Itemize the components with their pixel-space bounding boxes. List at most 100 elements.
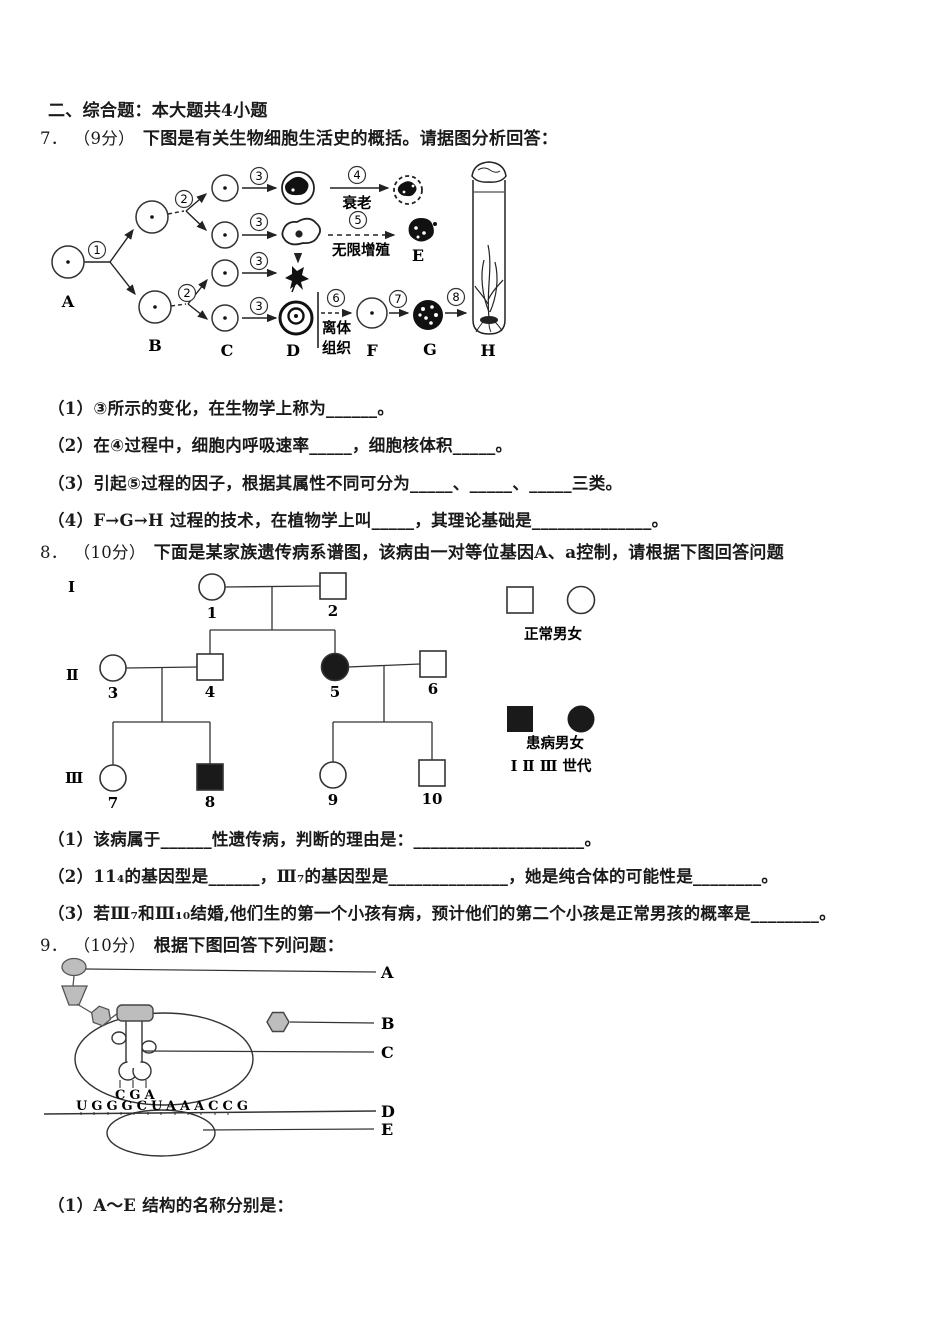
translation-part-labels: A B C D E bbox=[380, 963, 395, 1139]
part-label-b: B bbox=[381, 1014, 395, 1033]
test-tube-plantlet bbox=[471, 161, 507, 335]
q8-number: 8． bbox=[40, 543, 68, 562]
amino-acid-trapezoid bbox=[61, 985, 88, 1006]
q8-stem: 下面是某家族遗传病系谱图，该病由一对等位基因A、a控制，请根据下图回答问题 bbox=[153, 543, 785, 563]
diagram1-letter-labels: A B C D E F G H bbox=[61, 246, 496, 360]
cell-c1 bbox=[211, 174, 239, 202]
differentiated-cell-nerve bbox=[285, 266, 309, 293]
cell-c3 bbox=[211, 259, 239, 287]
q7-sub-4: （4）F→G→H 过程的技术，在植物学上叫_____，其理论基础是_______… bbox=[48, 511, 669, 530]
q9-points: （10分） bbox=[73, 936, 146, 955]
step-2-badge: 2 bbox=[183, 286, 190, 300]
pedigree-iii7-normal-female bbox=[99, 764, 127, 792]
label-f: F bbox=[366, 341, 378, 360]
generation-label-2: Ⅱ bbox=[66, 666, 79, 684]
pedigree-iii9-normal-female bbox=[319, 761, 347, 789]
member-number-5: 5 bbox=[330, 683, 340, 701]
pointer-lines bbox=[43, 968, 377, 1131]
legend-generations-label: Ⅰ Ⅱ Ⅲ 世代 bbox=[511, 757, 592, 775]
pedigree-i1-normal-female bbox=[198, 573, 226, 601]
label-e: E bbox=[412, 246, 424, 265]
label-c: C bbox=[221, 341, 234, 360]
step-6-badge: 6 bbox=[332, 291, 339, 305]
question-9-head: 9． （10分） 根据下图回答下列问题： bbox=[40, 931, 344, 956]
pedigree-connectors bbox=[112, 585, 433, 765]
q8-points: （10分） bbox=[73, 543, 146, 562]
q9-number: 9． bbox=[40, 936, 68, 955]
pedigree-ii4-normal-male bbox=[196, 653, 224, 681]
step-5-badge: 5 bbox=[354, 213, 361, 227]
member-number-9: 9 bbox=[328, 791, 338, 809]
differentiated-cell-amoeba bbox=[281, 217, 321, 246]
unlimited-proliferation-label: 无限增殖 bbox=[332, 241, 390, 259]
q8-sub-2: （2）11₄的基因型是______，Ⅲ₇的基因型是______________，… bbox=[48, 867, 779, 886]
anticodon-bases: CGA bbox=[115, 1088, 159, 1103]
q7-number: 7． bbox=[40, 129, 68, 148]
part-label-a: A bbox=[380, 963, 394, 982]
pedigree-iii10-normal-male bbox=[418, 759, 446, 787]
legend-normal-male-symbol bbox=[506, 586, 534, 614]
legend-affected-female-symbol bbox=[567, 705, 595, 733]
pedigree-generation-labels: Ⅰ Ⅱ Ⅲ bbox=[65, 578, 83, 787]
question-8-head: 8． （10分） 下面是某家族遗传病系谱图，该病由一对等位基因A、a控制，请根据… bbox=[40, 538, 784, 563]
ribosome-small-subunit bbox=[106, 1109, 216, 1157]
member-number-2: 2 bbox=[328, 602, 338, 620]
member-number-7: 7 bbox=[108, 794, 118, 812]
pedigree-ii6-normal-male bbox=[419, 650, 447, 678]
undifferentiated-cells bbox=[51, 174, 388, 332]
part-label-d: D bbox=[381, 1102, 395, 1121]
step-3-badge: 3 bbox=[255, 254, 262, 268]
translation-diagram: CGA UGGGCUAAACCG A B C D E bbox=[43, 957, 395, 1157]
member-number-10: 10 bbox=[422, 790, 443, 808]
polypeptide-chain bbox=[61, 957, 119, 1027]
member-number-3: 3 bbox=[108, 684, 118, 702]
step-3-badge: 3 bbox=[255, 169, 262, 183]
question-7-head: 7． （9分） 下图是有关生物细胞生活史的概括。请据图分析回答： bbox=[40, 124, 558, 149]
q8-sub-1: （1）该病属于______性遗传病，判断的理由是：_______________… bbox=[48, 830, 602, 849]
step-1-badge: 1 bbox=[93, 243, 100, 257]
senescent-cell bbox=[393, 175, 423, 205]
free-amino-acid-hexagon bbox=[266, 1011, 290, 1033]
pedigree-iii8-affected-male bbox=[196, 763, 224, 791]
q7-sub-2: （2）在④过程中，细胞内呼吸速率_____，细胞核体积_____。 bbox=[48, 436, 513, 455]
member-number-4: 4 bbox=[205, 683, 215, 701]
amino-acid-hexagon bbox=[90, 1005, 112, 1027]
generation-label-3: Ⅲ bbox=[65, 769, 83, 787]
label-a: A bbox=[61, 292, 75, 311]
part-label-c: C bbox=[381, 1043, 394, 1062]
step-2-badge: 2 bbox=[180, 192, 187, 206]
q9-sub-1: （1）A～E 结构的名称分别是： bbox=[48, 1196, 294, 1215]
diagram1-connectors bbox=[84, 183, 468, 348]
label-h: H bbox=[480, 341, 495, 360]
legend-affected-label: 患病男女 bbox=[526, 734, 584, 752]
generation-label-1: Ⅰ bbox=[68, 578, 75, 596]
section-header: 二、综合题：本大题共4小题 bbox=[48, 101, 268, 121]
q7-sub-3: （3）引起⑤过程的因子，根据其属性不同可分为_____、_____、_____三… bbox=[48, 474, 623, 493]
differentiated-cell-round bbox=[278, 300, 314, 336]
cell-life-history-diagram: 1 2 2 3 3 3 3 4 5 6 7 8 衰老 无限增殖 离体 组织 A … bbox=[51, 161, 507, 360]
q7-stem: 下图是有关生物细胞生活史的概括。请据图分析回答： bbox=[142, 129, 559, 149]
step-8-badge: 8 bbox=[452, 290, 459, 304]
q7-sub-1: （1）③所示的变化，在生物学上称为______。 bbox=[48, 399, 395, 418]
step-3-badge: 3 bbox=[255, 299, 262, 313]
pedigree-ii3-normal-female bbox=[99, 654, 127, 682]
invitro-label-line2: 组织 bbox=[322, 339, 351, 357]
legend-normal-label: 正常男女 bbox=[524, 625, 582, 643]
step-4-badge: 4 bbox=[353, 168, 360, 182]
cancer-cell-e bbox=[408, 218, 437, 242]
differentiated-cell-dark bbox=[281, 171, 315, 205]
cell-c4 bbox=[211, 304, 239, 332]
invitro-label-line1: 离体 bbox=[322, 319, 351, 337]
mrna-bases: UGGGCUAAACCG bbox=[76, 1099, 252, 1114]
pedigree-member-numbers: 1 2 3 4 5 6 7 8 9 10 bbox=[108, 602, 443, 812]
step-badges: 1 2 2 3 3 3 3 4 5 6 7 8 bbox=[87, 165, 466, 316]
q7-points: （9分） bbox=[73, 129, 135, 148]
pedigree-i2-normal-male bbox=[319, 572, 347, 600]
mrna-strand bbox=[43, 1110, 377, 1115]
q9-stem: 根据下图回答下列问题： bbox=[153, 936, 345, 956]
label-g: G bbox=[423, 340, 437, 359]
step-7-badge: 7 bbox=[394, 292, 401, 306]
label-b: B bbox=[148, 336, 162, 355]
callus-cell-g bbox=[413, 300, 443, 330]
pedigree-ii5-affected-female bbox=[320, 652, 350, 682]
